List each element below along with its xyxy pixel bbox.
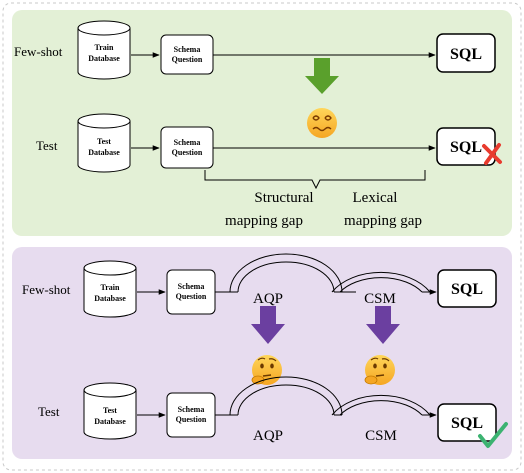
svg-text:Schema: Schema (174, 138, 201, 147)
svg-text:Question: Question (172, 148, 203, 157)
structural-gap-label-line2: mapping gap (225, 213, 303, 229)
thinking-face-icon (364, 355, 395, 385)
svg-text:Question: Question (176, 415, 207, 424)
aqp-module: AQP (229, 253, 343, 307)
svg-text:SQL: SQL (451, 415, 483, 432)
csm-module: CSM (331, 394, 431, 444)
schema-question-box: Schema Question (166, 269, 216, 315)
svg-text:Schema: Schema (178, 282, 205, 291)
svg-text:Question: Question (176, 292, 207, 301)
svg-text:Train: Train (101, 283, 121, 292)
train-database-cylinder: Train Database (77, 20, 131, 80)
svg-text:Train: Train (95, 43, 115, 52)
test-database-cylinder: Test Database (77, 113, 131, 173)
svg-text:Schema: Schema (178, 405, 205, 414)
svg-text:Database: Database (94, 417, 126, 426)
svg-text:Test: Test (97, 137, 111, 146)
svg-text:Question: Question (172, 55, 203, 64)
few-shot-label: Few-shot (22, 282, 71, 297)
red-cross-icon (482, 143, 502, 165)
csm-module: CSM (331, 271, 431, 307)
schema-question-box: Schema Question (166, 392, 216, 438)
schema-question-box: Schema Question (160, 34, 214, 75)
schema-question-box: Schema Question (160, 126, 214, 169)
green-check-icon (478, 422, 508, 448)
structural-gap-label-line1: Structural (254, 190, 313, 206)
transfer-arrow (366, 306, 400, 344)
lexical-gap-label-line1: Lexical (353, 190, 398, 206)
transfer-arrow (251, 306, 285, 344)
test-database-cylinder: Test Database (83, 382, 137, 440)
svg-text:Database: Database (88, 54, 120, 63)
sql-output-box: SQL (436, 33, 496, 73)
sql-output-box: SQL (437, 269, 497, 308)
lexical-gap-label-line2: mapping gap (344, 213, 422, 229)
svg-text:SQL: SQL (450, 139, 482, 156)
test-label: Test (36, 138, 58, 153)
aqp-label: AQP (253, 428, 283, 444)
gap-brace (204, 170, 426, 190)
csm-label: CSM (365, 428, 397, 444)
dizzy-face-icon (307, 108, 337, 138)
top-panel: Few-shot Train Database Schema Question … (12, 10, 512, 236)
svg-text:Database: Database (94, 294, 126, 303)
svg-text:Test: Test (103, 406, 117, 415)
sql-output-box: SQL (436, 127, 496, 166)
sql-output-box: SQL (437, 403, 497, 442)
test-label: Test (38, 404, 60, 419)
bottom-panel: Few-shot Train Database Schema Question … (12, 247, 512, 459)
thinking-face-icon (251, 355, 282, 385)
aqp-label: AQP (253, 291, 283, 307)
csm-label: CSM (364, 291, 396, 307)
svg-text:Schema: Schema (174, 45, 201, 54)
aqp-module: AQP (229, 376, 343, 444)
svg-text:Database: Database (88, 148, 120, 157)
transfer-arrow (305, 58, 339, 94)
few-shot-label: Few-shot (14, 44, 63, 59)
svg-text:SQL: SQL (450, 46, 482, 63)
train-database-cylinder: Train Database (83, 260, 137, 318)
bottom-panel-background (12, 247, 512, 459)
svg-text:SQL: SQL (451, 281, 483, 298)
